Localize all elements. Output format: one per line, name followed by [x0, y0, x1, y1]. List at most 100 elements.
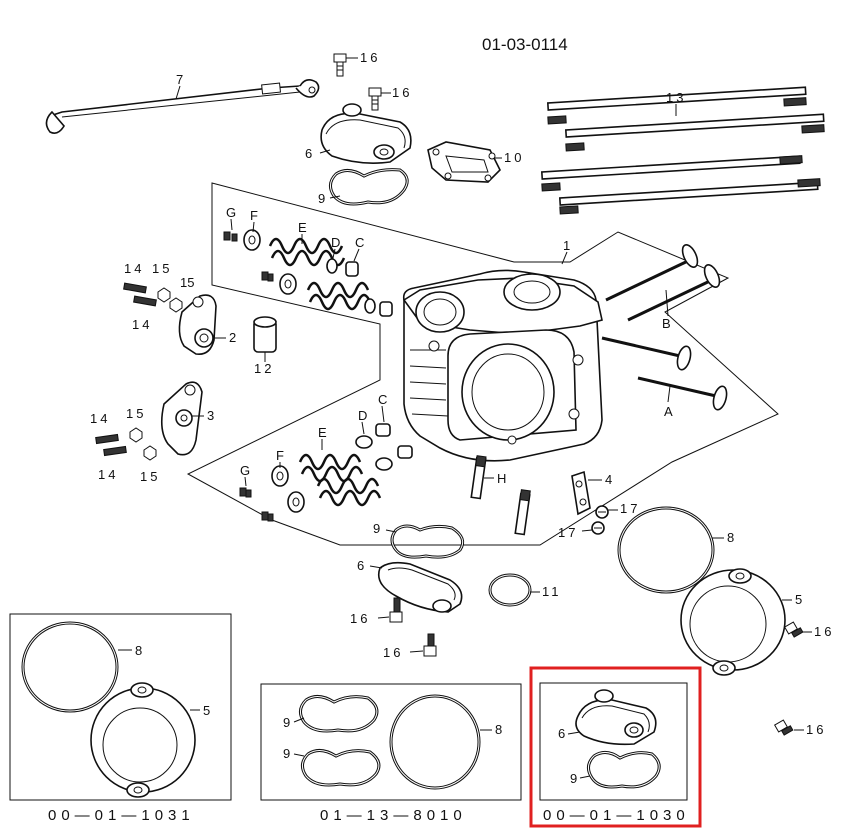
exhaust-valves-part-A[interactable] [601, 336, 729, 411]
bolt-part-16-top-b[interactable] [368, 87, 382, 111]
spring-seat-part-D-lower[interactable] [355, 435, 393, 471]
bracket-part-4[interactable] [571, 470, 591, 516]
label-part-E-upper: E [298, 220, 307, 235]
nut-part-15-b[interactable] [129, 427, 157, 461]
label-part-G-upper: G [226, 205, 236, 220]
leader-A [667, 385, 671, 403]
stud-bolts-part-H[interactable] [470, 455, 531, 536]
label-part-9b: 9 [373, 521, 380, 536]
valve-train-group-outline [186, 182, 779, 546]
label-part-10: 10 [504, 150, 524, 165]
nut-part-15-a[interactable] [157, 287, 183, 313]
o-ring-part-11[interactable] [488, 573, 532, 607]
label-part-C-upper: C [355, 235, 364, 250]
gasket-plate-part-10[interactable] [427, 141, 501, 183]
screw-part-17-b[interactable] [591, 521, 605, 535]
o-ring-part-8-right[interactable] [617, 506, 715, 594]
valve-cover-part-6-middle[interactable] [377, 561, 463, 613]
stud-part-14-c[interactable] [95, 433, 119, 445]
leader-16e [377, 616, 390, 619]
label-part-15a: 15 [152, 261, 172, 276]
oil-pipe-part-7[interactable] [45, 78, 320, 134]
label-part-12: 12 [254, 361, 274, 376]
spring-seat-part-D-upper[interactable] [326, 258, 376, 314]
intake-valves-part-B[interactable] [605, 243, 723, 322]
spring-retainer-part-F-upper[interactable] [243, 229, 297, 295]
bolt-part-16-top-a[interactable] [333, 53, 347, 77]
valve-springs-part-E-upper[interactable] [268, 237, 372, 311]
leader-D-upper [332, 248, 336, 259]
leader-9d [293, 753, 305, 757]
valve-seal-part-C-lower[interactable] [375, 423, 413, 459]
label-part-9e: 9 [570, 771, 577, 786]
leader-9a [329, 195, 341, 199]
kit-code-right: 00—01—1030 [543, 807, 690, 824]
label-part-C-lower: C [378, 392, 387, 407]
stud-part-14-d[interactable] [103, 445, 127, 457]
label-part-16d: 16 [806, 722, 826, 737]
gasket-part-9-middle[interactable] [390, 524, 465, 559]
rocker-arm-part-3[interactable] [160, 381, 203, 456]
cover-part-5-right[interactable] [680, 568, 786, 676]
label-part-16a: 16 [360, 50, 380, 65]
kit-highlight-frame[interactable] [529, 666, 702, 828]
gasket-part-9-top[interactable] [329, 168, 409, 206]
leader-G-upper [230, 218, 233, 231]
valve-seal-part-C-upper[interactable] [345, 261, 393, 317]
label-part-14c: 14 [90, 411, 110, 426]
label-part-B: B [662, 316, 671, 331]
label-part-15d: 15 [140, 469, 160, 484]
label-part-16f: 16 [383, 645, 403, 660]
label-part-G-lower: G [240, 463, 250, 478]
label-part-H: H [497, 471, 506, 486]
label-part-6c: 6 [558, 726, 565, 741]
valve-cotter-part-G-lower[interactable] [239, 487, 274, 522]
label-part-16e: 16 [350, 611, 370, 626]
screw-part-17-a[interactable] [595, 505, 609, 519]
leader-C-upper [353, 248, 360, 262]
label-part-F-lower: F [276, 448, 284, 463]
label-part-8b: 8 [135, 643, 142, 658]
label-part-6a: 6 [305, 146, 312, 161]
leader-9b [385, 529, 397, 533]
rocker-arm-part-2[interactable] [178, 294, 217, 356]
label-part-5a: 5 [795, 592, 802, 607]
kit-box-middle[interactable] [260, 683, 522, 801]
kit-code-left: 00—01—1031 [48, 807, 195, 824]
label-part-9d: 9 [283, 746, 290, 761]
stud-part-14-b[interactable] [133, 295, 157, 307]
label-part-14b: 14 [132, 317, 152, 332]
label-part-2: 2 [229, 330, 236, 345]
bolt-part-16-right-b[interactable] [773, 719, 794, 736]
valve-cotter-part-G-upper[interactable] [223, 231, 274, 282]
gasket-part-9-middle-kit-b[interactable] [301, 749, 381, 787]
label-part-15c: 15 [126, 406, 146, 421]
leader-9e [579, 775, 591, 779]
label-part-F-upper: F [250, 208, 258, 223]
bolt-part-16-right-a[interactable] [783, 621, 804, 638]
label-part-11: 11 [542, 584, 562, 599]
leader-6a [319, 149, 331, 154]
stud-part-14-a[interactable] [123, 282, 147, 294]
o-ring-part-8-middle-kit[interactable] [389, 694, 481, 790]
gasket-part-9-middle-kit-a[interactable] [299, 695, 379, 733]
valve-cover-part-6-right-kit[interactable] [575, 689, 657, 746]
leader-F-upper [252, 221, 255, 233]
gasket-part-9-right-kit[interactable] [587, 751, 661, 789]
kit-box-left[interactable] [9, 613, 232, 801]
bolt-part-16-middle-b[interactable] [423, 633, 437, 657]
kit-box-right[interactable] [539, 682, 688, 801]
leader-G-lower [244, 476, 247, 487]
spring-retainer-part-F-lower[interactable] [271, 465, 305, 513]
cylinder-head-part-1[interactable] [402, 269, 603, 462]
roller-part-12[interactable] [253, 316, 277, 353]
stud-bolts-part-13[interactable] [540, 86, 825, 215]
label-part-13: 13 [666, 90, 686, 105]
leader-D-lower [361, 421, 365, 435]
cover-part-5-left-kit[interactable] [90, 682, 196, 798]
valve-springs-part-E-lower[interactable] [298, 453, 382, 507]
valve-cover-part-6-top[interactable] [320, 103, 412, 164]
bolt-part-16-middle-a[interactable] [389, 597, 403, 623]
label-part-14d: 14 [98, 467, 118, 482]
o-ring-part-8-left-kit[interactable] [21, 621, 119, 713]
